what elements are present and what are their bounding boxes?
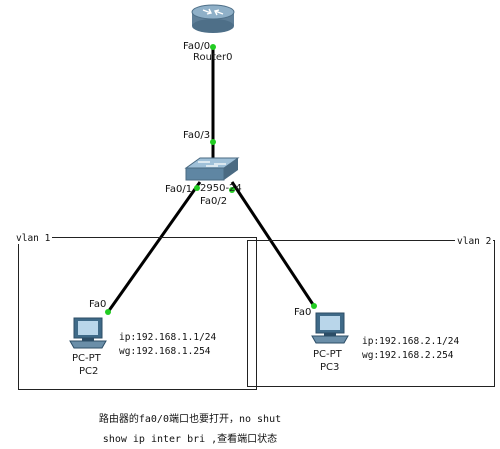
vlan1-label: vlan 1 [14, 233, 53, 244]
link-switch-pc2 [106, 181, 202, 313]
pc3-gateway: wg:192.168.2.254 [362, 350, 454, 361]
pc2-port-label: Fa0 [89, 299, 107, 310]
port-dot-pc3-fa0 [311, 303, 317, 309]
pc2-ip: ip:192.168.1.1/24 [119, 332, 217, 343]
pc2-computer-icon[interactable] [69, 317, 107, 349]
router-name: Router0 [193, 52, 233, 63]
router-icon[interactable] [191, 4, 235, 33]
pc3-name: PC3 [320, 362, 340, 373]
vlan2-label: vlan 2 [455, 236, 494, 247]
vlan1-area [18, 237, 257, 390]
pc2-model: PC-PT [72, 353, 101, 364]
link-switch-pc3 [230, 181, 316, 307]
switch-port-left-label: Fa0/1 [165, 184, 193, 195]
pc3-computer-icon[interactable] [311, 312, 349, 344]
pc2-name: PC2 [79, 366, 99, 377]
port-dot-switch-fa03 [210, 139, 216, 145]
pc3-ip: ip:192.168.2.1/24 [362, 336, 460, 347]
switch-icon[interactable] [184, 157, 240, 181]
pc3-model: PC-PT [313, 349, 342, 360]
switch-port-right-label: Fa0/2 [200, 196, 228, 207]
pc3-port-label: Fa0 [294, 307, 312, 318]
switch-name: 2950-24 [200, 183, 242, 194]
switch-port-up-label: Fa0/3 [183, 130, 211, 141]
port-dot-router-fa00 [210, 44, 216, 50]
pc2-gateway: wg:192.168.1.254 [119, 346, 211, 357]
vlan2-area [247, 240, 495, 387]
router-port-label: Fa0/0 [183, 41, 211, 52]
port-dot-switch-fa01 [194, 185, 200, 191]
note-line-2: show ip inter bri ,查看端口状态 [102, 434, 278, 445]
port-dot-switch-fa02 [229, 187, 235, 193]
note-line-1: 路由器的fa0/0端口也要打开，no shut [98, 414, 282, 425]
port-dot-pc2-fa0 [105, 309, 111, 315]
